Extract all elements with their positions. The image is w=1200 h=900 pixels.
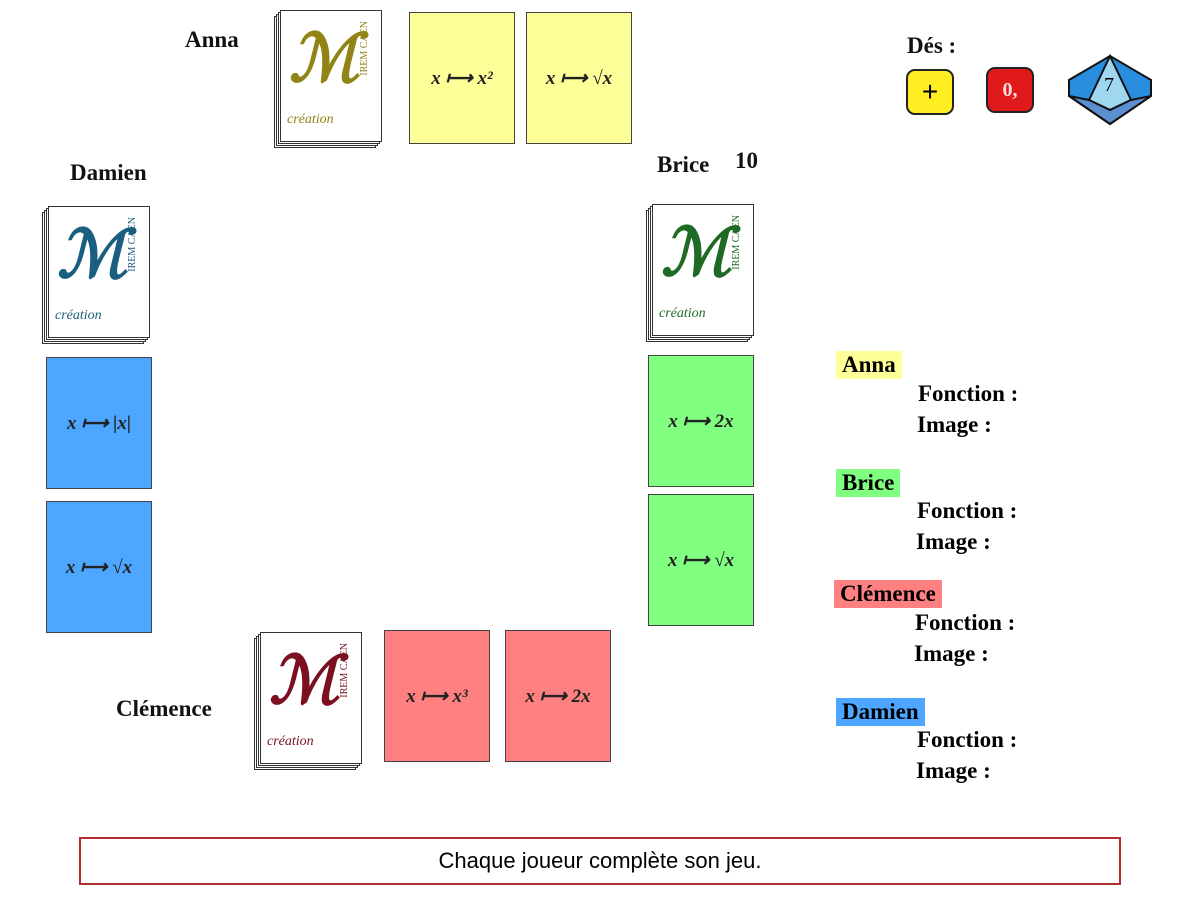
number-die[interactable]: 0, xyxy=(986,67,1034,113)
logo-irem-text: IREM CAEN xyxy=(339,643,350,698)
card-damien-1[interactable]: x ⟼ |x| xyxy=(46,357,152,489)
panel-label-clemence: Clémence xyxy=(834,580,942,608)
d10-die[interactable]: 7 xyxy=(1067,53,1153,126)
logo-creation-text: création xyxy=(267,734,314,749)
logo-irem-text: IREM CAEN xyxy=(127,217,138,272)
operation-die[interactable]: + xyxy=(906,69,954,115)
panel-function-anna: Fonction : xyxy=(918,381,1019,406)
player-name-damien: Damien xyxy=(70,160,147,185)
panel-image-anna: Image : xyxy=(917,412,992,437)
logo-irem-text: IREM CAEN xyxy=(731,215,742,270)
d10-value: 7 xyxy=(1104,74,1114,96)
logo-creation-text: création xyxy=(287,112,334,127)
dice-label: Dés : xyxy=(907,33,957,58)
irem-logo: ℳ xyxy=(289,23,360,96)
instruction-message: Chaque joueur complète son jeu. xyxy=(79,837,1121,885)
player-name-clemence: Clémence xyxy=(116,696,212,721)
card-anna-2[interactable]: x ⟼ √x xyxy=(526,12,632,144)
player-name-brice: Brice xyxy=(657,152,710,177)
panel-image-brice: Image : xyxy=(916,529,991,554)
panel-label-brice: Brice xyxy=(836,469,901,497)
panel-image-damien: Image : xyxy=(916,758,991,783)
d10-icon xyxy=(1068,53,1152,126)
panel-function-damien: Fonction : xyxy=(917,727,1018,752)
logo-creation-text: création xyxy=(55,308,102,323)
panel-function-brice: Fonction : xyxy=(917,498,1018,523)
card-clemence-1[interactable]: x ⟼ x³ xyxy=(384,630,490,762)
card-brice-1[interactable]: x ⟼ 2x xyxy=(648,355,754,487)
player-name-anna: Anna xyxy=(185,27,239,52)
irem-logo: ℳ xyxy=(661,217,732,290)
card-clemence-2[interactable]: x ⟼ 2x xyxy=(505,630,611,762)
panel-label-anna: Anna xyxy=(836,351,902,379)
player-score-brice: 10 xyxy=(735,148,758,173)
card-anna-1[interactable]: x ⟼ x² xyxy=(409,12,515,144)
logo-irem-text: IREM CAEN xyxy=(359,21,370,76)
logo-creation-text: création xyxy=(659,306,706,321)
irem-logo: ℳ xyxy=(57,219,128,292)
panel-function-clemence: Fonction : xyxy=(915,610,1016,635)
irem-logo: ℳ xyxy=(269,645,340,718)
panel-image-clemence: Image : xyxy=(914,641,989,666)
card-damien-2[interactable]: x ⟼ √x xyxy=(46,501,152,633)
panel-label-damien: Damien xyxy=(836,698,925,726)
card-brice-2[interactable]: x ⟼ √x xyxy=(648,494,754,626)
